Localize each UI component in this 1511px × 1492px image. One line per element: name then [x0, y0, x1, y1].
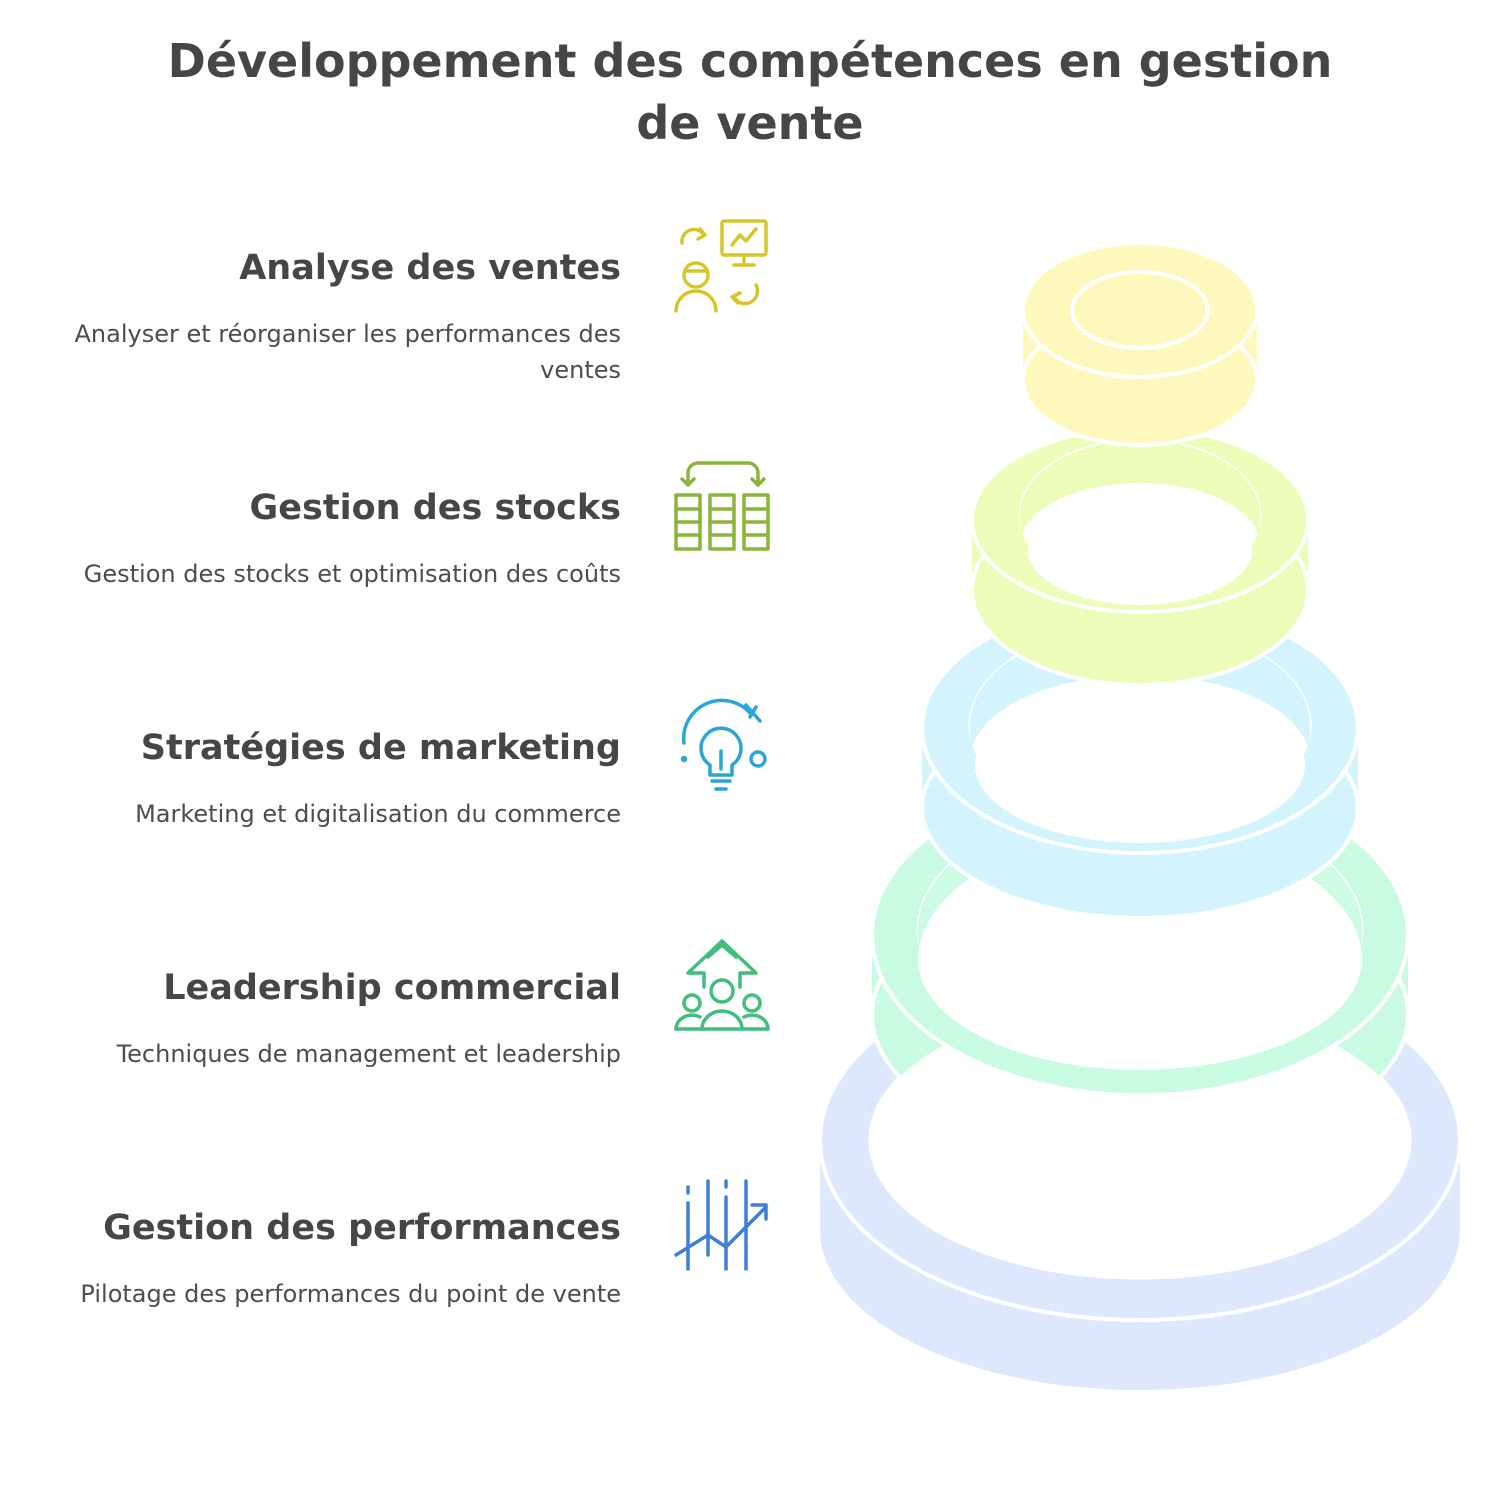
item-description: Analyser et réorganiser les performances… — [74, 320, 621, 384]
lightbulb-icon — [670, 695, 770, 795]
presentation-analysis-icon — [670, 215, 770, 315]
item-leadership-commercial: Leadership commercial Techniques de mana… — [21, 966, 621, 1072]
ring-gestion-des-performances — [818, 958, 1462, 1390]
item-heading: Analyse des ventes — [239, 248, 621, 288]
item-description: Marketing et digitalisation du commerce — [135, 800, 621, 828]
ring-leadership-commercial — [870, 773, 1410, 1157]
ring-analyse-des-ventes — [1021, 241, 1259, 447]
team-growth-icon — [670, 935, 770, 1035]
item-heading: Stratégies de marketing — [140, 728, 621, 768]
item-heading: Leadership commercial — [163, 968, 621, 1008]
item-description: Pilotage des performances du point de ve… — [80, 1280, 621, 1308]
item-heading: Gestion des performances — [103, 1208, 621, 1248]
item-gestion-des-stocks: Gestion des stocks Gestion des stocks et… — [21, 486, 621, 592]
item-description: Gestion des stocks et optimisation des c… — [83, 560, 621, 588]
item-heading: Gestion des stocks — [249, 488, 621, 528]
item-analyse-des-ventes: Analyse des ventes Analyser et réorganis… — [21, 246, 621, 388]
ring-strategies-de-marketing — [920, 601, 1360, 920]
inventory-grid-icon — [670, 455, 770, 555]
ring-gestion-des-stocks — [970, 426, 1310, 687]
item-gestion-des-performances: Gestion des performances Pilotage des pe… — [21, 1206, 621, 1312]
page-title: Développement des compétences en gestion… — [167, 34, 1333, 150]
item-description: Techniques de management et leadership — [116, 1040, 621, 1068]
performance-chart-icon — [670, 1175, 770, 1275]
item-strategies-de-marketing: Stratégies de marketing Marketing et dig… — [21, 726, 621, 832]
